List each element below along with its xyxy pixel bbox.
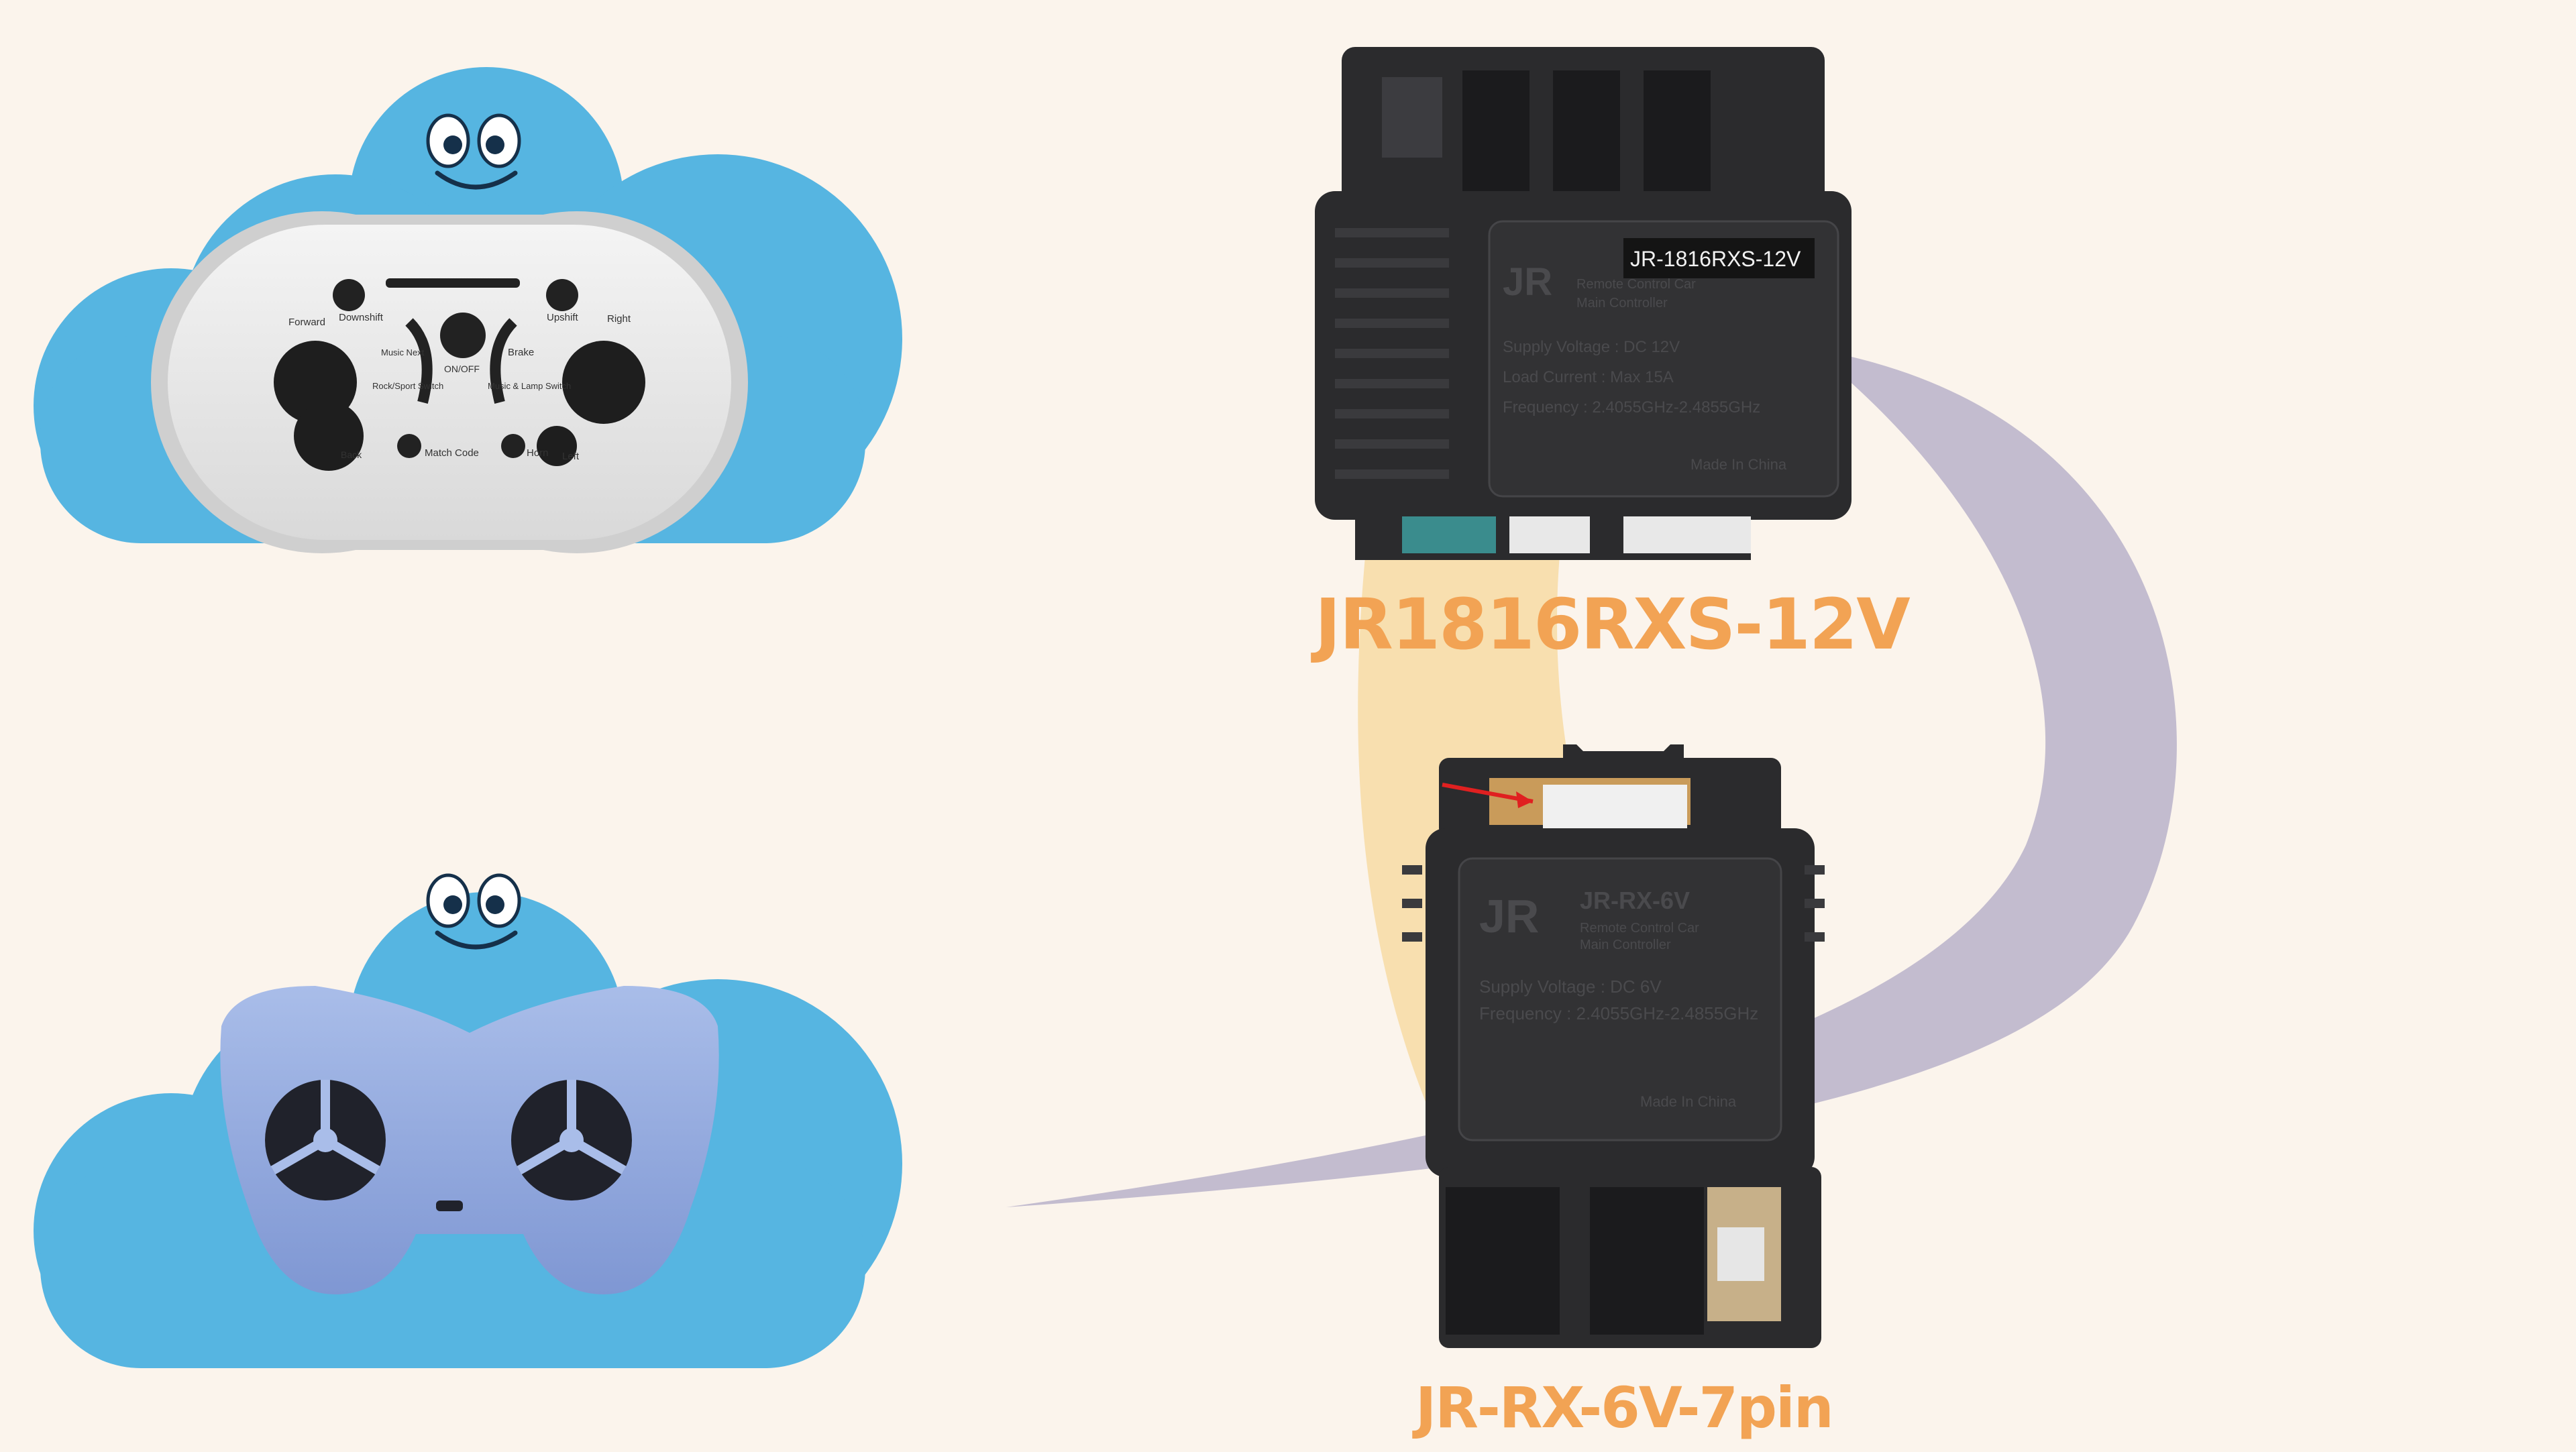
spec-line: Remote Control Car [1576,277,1696,292]
remote-label: Match Code [425,447,479,459]
jr-logo: JR [1479,890,1539,942]
smiley-face-icon [426,873,521,950]
remote-label: Left [562,451,580,462]
smiley-face-icon [426,113,521,190]
product-model-label: JR-RX-6V-7pin [1415,1375,1834,1441]
remote-label: Horn [527,447,549,459]
spec-line: Remote Control Car [1580,921,1699,936]
module-badge: JR-1816RXS-12V [1630,247,1801,271]
remote-label: Music & Lamp Switch [488,381,571,391]
remote-label: Forward [288,317,325,328]
remote-label: Music Next [381,347,425,357]
made-in-text: Made In China [1640,1093,1737,1110]
spec-line: Frequency : 2.4055GHz-2.4855GHz [1503,398,1760,416]
jr-logo: JR [1503,260,1552,304]
remote-label: ON/OFF [444,364,480,374]
receiver-module-6v: JR JR-RX-6V Remote Control Car Main Cont… [1402,744,1825,1348]
remote-label: Brake [508,347,534,358]
receiver-module-12v: JR-1816RXS-12V JR Remote Control Car Mai… [1315,47,1851,560]
made-in-text: Made In China [1690,456,1787,473]
module-badge: JR-RX-6V [1580,887,1690,914]
remote-label: Downshift [339,312,384,323]
remote-control-white: Forward Downshift Upshift Right Music Ne… [151,211,748,553]
remote-label: Upshift [547,312,579,323]
product-model-label: JR1816RXS-12V [1315,583,1911,665]
spec-line: Frequency : 2.4055GHz-2.4855GHz [1479,1003,1758,1023]
remote-label: Rock/Sport Switch [372,381,443,391]
spec-line: Main Controller [1580,938,1671,952]
spec-line: Load Current : Max 15A [1503,368,1674,386]
remote-label: Back [341,449,362,460]
spec-line: Supply Voltage : DC 6V [1479,976,1662,997]
remote-control-blue [220,986,719,1294]
spec-line: Main Controller [1576,296,1668,311]
remote-label: Right [607,313,631,325]
spec-line: Supply Voltage : DC 12V [1503,338,1680,356]
